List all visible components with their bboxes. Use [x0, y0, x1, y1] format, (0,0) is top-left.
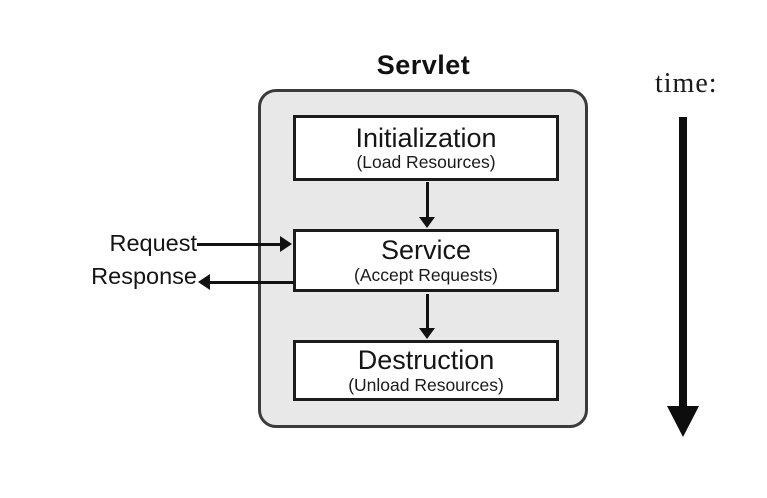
- request-label: Request: [109, 230, 197, 256]
- arrow-shaft: [679, 117, 687, 406]
- response-arrow-icon: [198, 274, 294, 290]
- request-arrow-icon: [197, 236, 292, 252]
- arrow-head-left-icon: [198, 274, 210, 290]
- service-to-destruction-arrow-icon: [418, 294, 436, 339]
- response-label: Response: [91, 263, 197, 289]
- stage-destruction-label: Destruction: [357, 345, 495, 376]
- stage-initialization: Initialization (Load Resources): [293, 115, 559, 181]
- arrow-head-down-icon: [419, 328, 435, 339]
- arrow-head-right-icon: [280, 236, 292, 252]
- time-axis-label: time:: [655, 68, 718, 99]
- arrow-shaft: [210, 280, 294, 284]
- stage-service: Service (Accept Requests): [293, 229, 559, 292]
- init-to-service-arrow-icon: [418, 182, 436, 228]
- stage-service-subtitle: (Accept Requests): [354, 264, 498, 285]
- arrow-shaft: [425, 182, 429, 217]
- stage-service-label: Service: [380, 235, 472, 266]
- stage-destruction-subtitle: (Unload Resources): [348, 374, 504, 395]
- stage-destruction: Destruction (Unload Resources): [293, 340, 559, 401]
- stage-initialization-subtitle: (Load Resources): [356, 152, 496, 173]
- time-axis-arrow-icon: [667, 117, 699, 437]
- arrow-head-down-icon: [419, 217, 435, 228]
- arrow-shaft: [197, 242, 280, 246]
- arrow-shaft: [425, 294, 429, 328]
- arrow-head-down-icon: [667, 406, 699, 437]
- diagram-title: Servlet: [376, 50, 471, 80]
- stage-initialization-label: Initialization: [355, 122, 497, 153]
